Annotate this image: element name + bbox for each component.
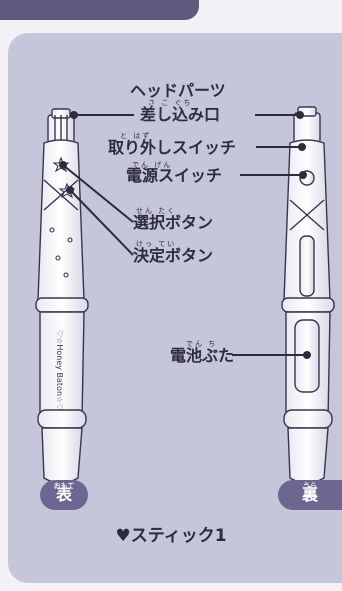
back-stick [281, 106, 335, 484]
front-stick: ♡☆Honey Baton☆♡ [35, 108, 89, 484]
front-side-label: 表 [55, 485, 72, 504]
header-tab [0, 0, 199, 20]
select-button-ruby: せん たく [136, 207, 177, 215]
front-side-ruby: おもて [53, 482, 75, 490]
decide-button-ruby: けっ てい [136, 240, 177, 248]
back-side-badge: うら 裏 [278, 480, 342, 510]
stick-brand-text: ♡☆Honey Baton☆♡ [55, 330, 64, 410]
head-parts-label-line2: 差し込み口 [140, 105, 221, 124]
battery-cover-ruby: でん ち [186, 340, 218, 348]
select-button-label: 選択ボタン [133, 213, 214, 232]
back-side-label: 裏 [301, 485, 318, 504]
figure-caption: ♥スティック1 [115, 526, 227, 546]
back-side-ruby: うら [303, 482, 317, 490]
power-switch-label: 電源スイッチ [126, 166, 223, 185]
head-parts-ruby: さ こ ぐち [148, 99, 193, 107]
front-side-badge: おもて 表 [40, 480, 88, 510]
release-switch-ruby: と はず [120, 132, 152, 140]
power-switch-ruby: でん げん [132, 161, 173, 169]
release-switch-label: 取り外しスイッチ [108, 138, 237, 157]
battery-cover-label: 電池ぶた [170, 346, 235, 365]
leader-lines [59, 111, 311, 359]
head-parts-label-line1: ヘッドパーツ [130, 81, 226, 100]
decide-button-label: 決定ボタン [133, 246, 214, 265]
